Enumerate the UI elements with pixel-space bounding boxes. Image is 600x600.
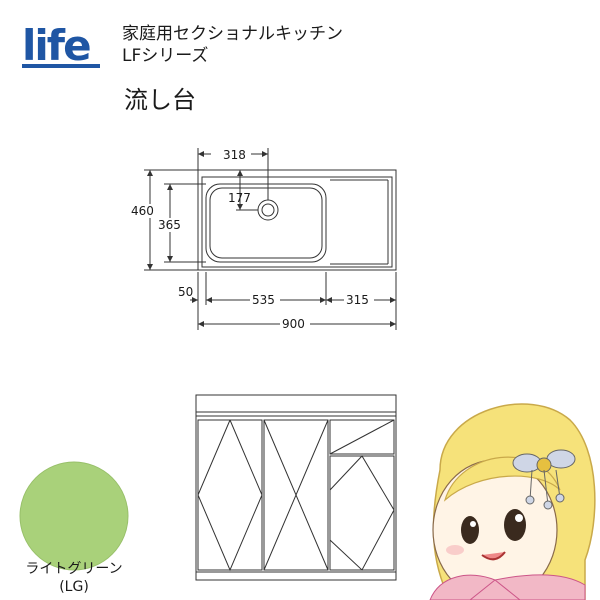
arrowheads [147,151,396,327]
series-description: 家庭用セクショナルキッチン [122,24,343,44]
color-swatch [19,461,129,571]
left-door [197,419,263,571]
middle-door [263,419,329,571]
dim-bowl-depth: 365 [158,218,181,232]
color-name: ライトグリーン [25,561,123,577]
life-logo: life [22,21,100,70]
dim-bowl-width: 535 [252,293,275,307]
right-door [329,455,395,571]
dim-right-width: 315 [346,293,369,307]
drain-hole [257,199,279,221]
color-code: (LG) [59,579,89,595]
dim-total-depth: 460 [131,204,154,218]
series-name: LFシリーズ [122,46,209,66]
mascot-illustration [429,403,596,600]
hair-ornament [512,449,576,510]
product-title: 流し台 [124,86,196,114]
dim-total-width: 900 [282,317,305,331]
dim-sink-offset: 318 [223,148,246,162]
drawer [329,419,395,455]
dim-drain-depth: 177 [228,191,251,205]
svg-text:life: life [22,21,90,70]
sink-bowl [205,183,327,263]
cabinet-outline [195,394,397,581]
counter-outline [197,169,397,271]
dim-left-margin: 50 [178,285,193,299]
sink-top-view [197,169,397,271]
cabinet-front-view [195,394,397,581]
